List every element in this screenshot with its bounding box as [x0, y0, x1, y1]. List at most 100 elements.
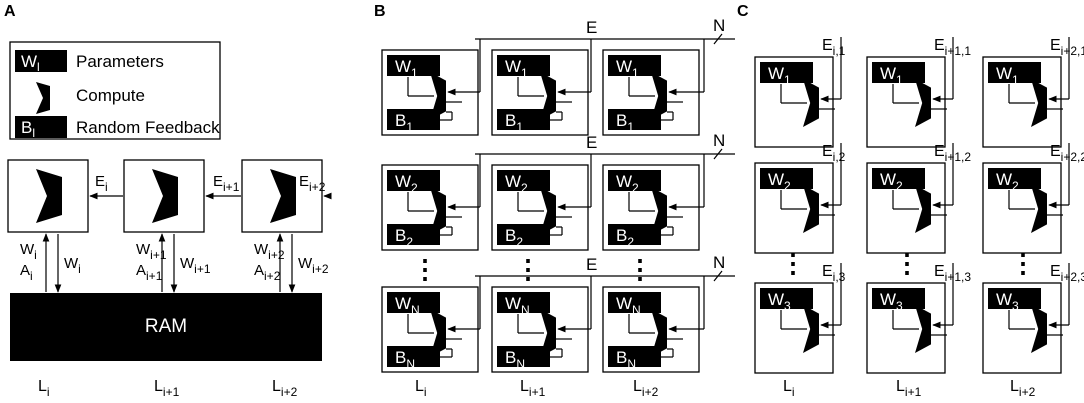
weights-bar	[988, 62, 1041, 83]
compute-icon	[915, 305, 931, 353]
ellipsis: ⋮	[627, 254, 653, 284]
compute-icon	[540, 72, 556, 120]
feedback-bar	[387, 346, 440, 367]
weights-label: W1	[996, 64, 1019, 87]
ram-block	[10, 293, 322, 361]
compute-icon	[1031, 305, 1047, 353]
weights-bar	[872, 62, 925, 83]
panel-a-compute-chain: EiWiAiWiLiEi+1Wi+1Ai+1Wi+1Li+1Ei+2Wi+2Ai…	[7, 159, 332, 399]
compute-icon	[915, 185, 931, 233]
feedback-bar	[387, 109, 440, 130]
error-label: Ei	[95, 173, 108, 194]
ellipsis: ⋮	[515, 254, 541, 284]
ellipsis: ⋮	[780, 248, 806, 278]
weights-bar	[497, 55, 550, 76]
feedback-label: BN	[395, 348, 415, 371]
bus-width-label: N	[713, 131, 725, 150]
compute-icon	[915, 79, 931, 127]
weights-bar	[760, 62, 813, 83]
bus-width-label: N	[713, 16, 725, 35]
legend-parameters-symbol: Wl	[21, 52, 40, 74]
feedback-bar	[497, 224, 550, 245]
error-label: Ei,2	[822, 143, 846, 164]
feedback-label: B1	[395, 111, 413, 134]
compute-icon	[36, 82, 50, 114]
weights-bar	[760, 288, 813, 309]
weights-label: W1	[505, 57, 528, 80]
weights-bar	[608, 55, 661, 76]
feedback-label: BN	[505, 348, 525, 371]
panel-label-b: B	[374, 3, 386, 20]
weights-label: W1	[395, 57, 418, 80]
weights-bar	[387, 170, 440, 191]
ram-label: RAM	[145, 316, 187, 337]
compute-block	[123, 159, 205, 233]
compute-icon	[152, 169, 178, 223]
legend-compute-label: Compute	[76, 86, 145, 105]
layer-label: Li+1	[520, 378, 546, 399]
weights-bar	[760, 168, 813, 189]
ellipsis: ⋮	[1010, 248, 1036, 278]
param-write-label: Wi	[64, 255, 81, 276]
bus-width-label: N	[713, 253, 725, 272]
weights-bar	[497, 170, 550, 191]
legend-item-parameters: Wl Parameters	[15, 50, 164, 74]
weights-bar	[608, 292, 661, 313]
feedback-bar	[497, 109, 550, 130]
error-label: Ei+2	[299, 173, 326, 194]
layer-label: Li+2	[272, 378, 298, 399]
legend-item-compute: Compute	[36, 82, 145, 114]
error-label: Ei+1,3	[934, 263, 971, 284]
weights-bar	[608, 170, 661, 191]
bus-width-slash	[713, 33, 723, 45]
weights-bar	[497, 292, 550, 313]
compute-icon	[651, 187, 667, 235]
weights-bar	[872, 288, 925, 309]
error-label: Ei+1,1	[934, 37, 971, 58]
weights-label: W2	[880, 170, 903, 193]
layer-label: Li	[415, 378, 427, 399]
weights-label: W1	[880, 64, 903, 87]
weights-label: W2	[996, 170, 1019, 193]
bus-label: E	[586, 18, 597, 37]
param-read-label: Wi+2	[254, 241, 285, 262]
feedback-bar	[608, 346, 661, 367]
compute-icon	[803, 305, 819, 353]
panel-label-c: C	[737, 3, 749, 20]
param-write-label: Wi+1	[180, 255, 211, 276]
weights-bar	[988, 288, 1041, 309]
weights-label: W2	[768, 170, 791, 193]
weights-label: W2	[395, 172, 418, 195]
layer-label: Li+2	[633, 378, 659, 399]
compute-icon	[651, 72, 667, 120]
error-label: Ei+2,1	[1050, 37, 1084, 58]
compute-icon	[430, 309, 446, 357]
weights-bar	[387, 55, 440, 76]
bus-label: E	[586, 255, 597, 274]
legend-parameters-label: Parameters	[76, 52, 164, 71]
feedback-label: B2	[616, 226, 634, 249]
ellipsis: ⋮	[894, 248, 920, 278]
error-label: Ei,3	[822, 263, 846, 284]
weights-label: W1	[768, 64, 791, 87]
compute-icon	[651, 309, 667, 357]
panel-c-grid: W1Ei,1W1Ei+1,1W1Ei+2,1W2Ei,2W2Ei+1,2W2Ei…	[754, 37, 1084, 399]
weights-label: WN	[616, 294, 641, 317]
compute-icon	[540, 187, 556, 235]
feedback-label: B1	[505, 111, 523, 134]
panel-label-a: A	[4, 3, 16, 20]
feedback-label: B2	[395, 226, 413, 249]
feedback-label: B2	[505, 226, 523, 249]
activation-read-label: Ai	[20, 262, 33, 283]
weights-label: WN	[395, 294, 420, 317]
weights-label: W3	[768, 290, 791, 313]
weights-label: W3	[880, 290, 903, 313]
compute-icon	[36, 169, 62, 223]
bus-width-slash	[713, 270, 723, 282]
weights-label: W3	[996, 290, 1019, 313]
param-write-label: Wi+2	[298, 255, 329, 276]
feedback-bar	[497, 346, 550, 367]
compute-icon	[1031, 79, 1047, 127]
